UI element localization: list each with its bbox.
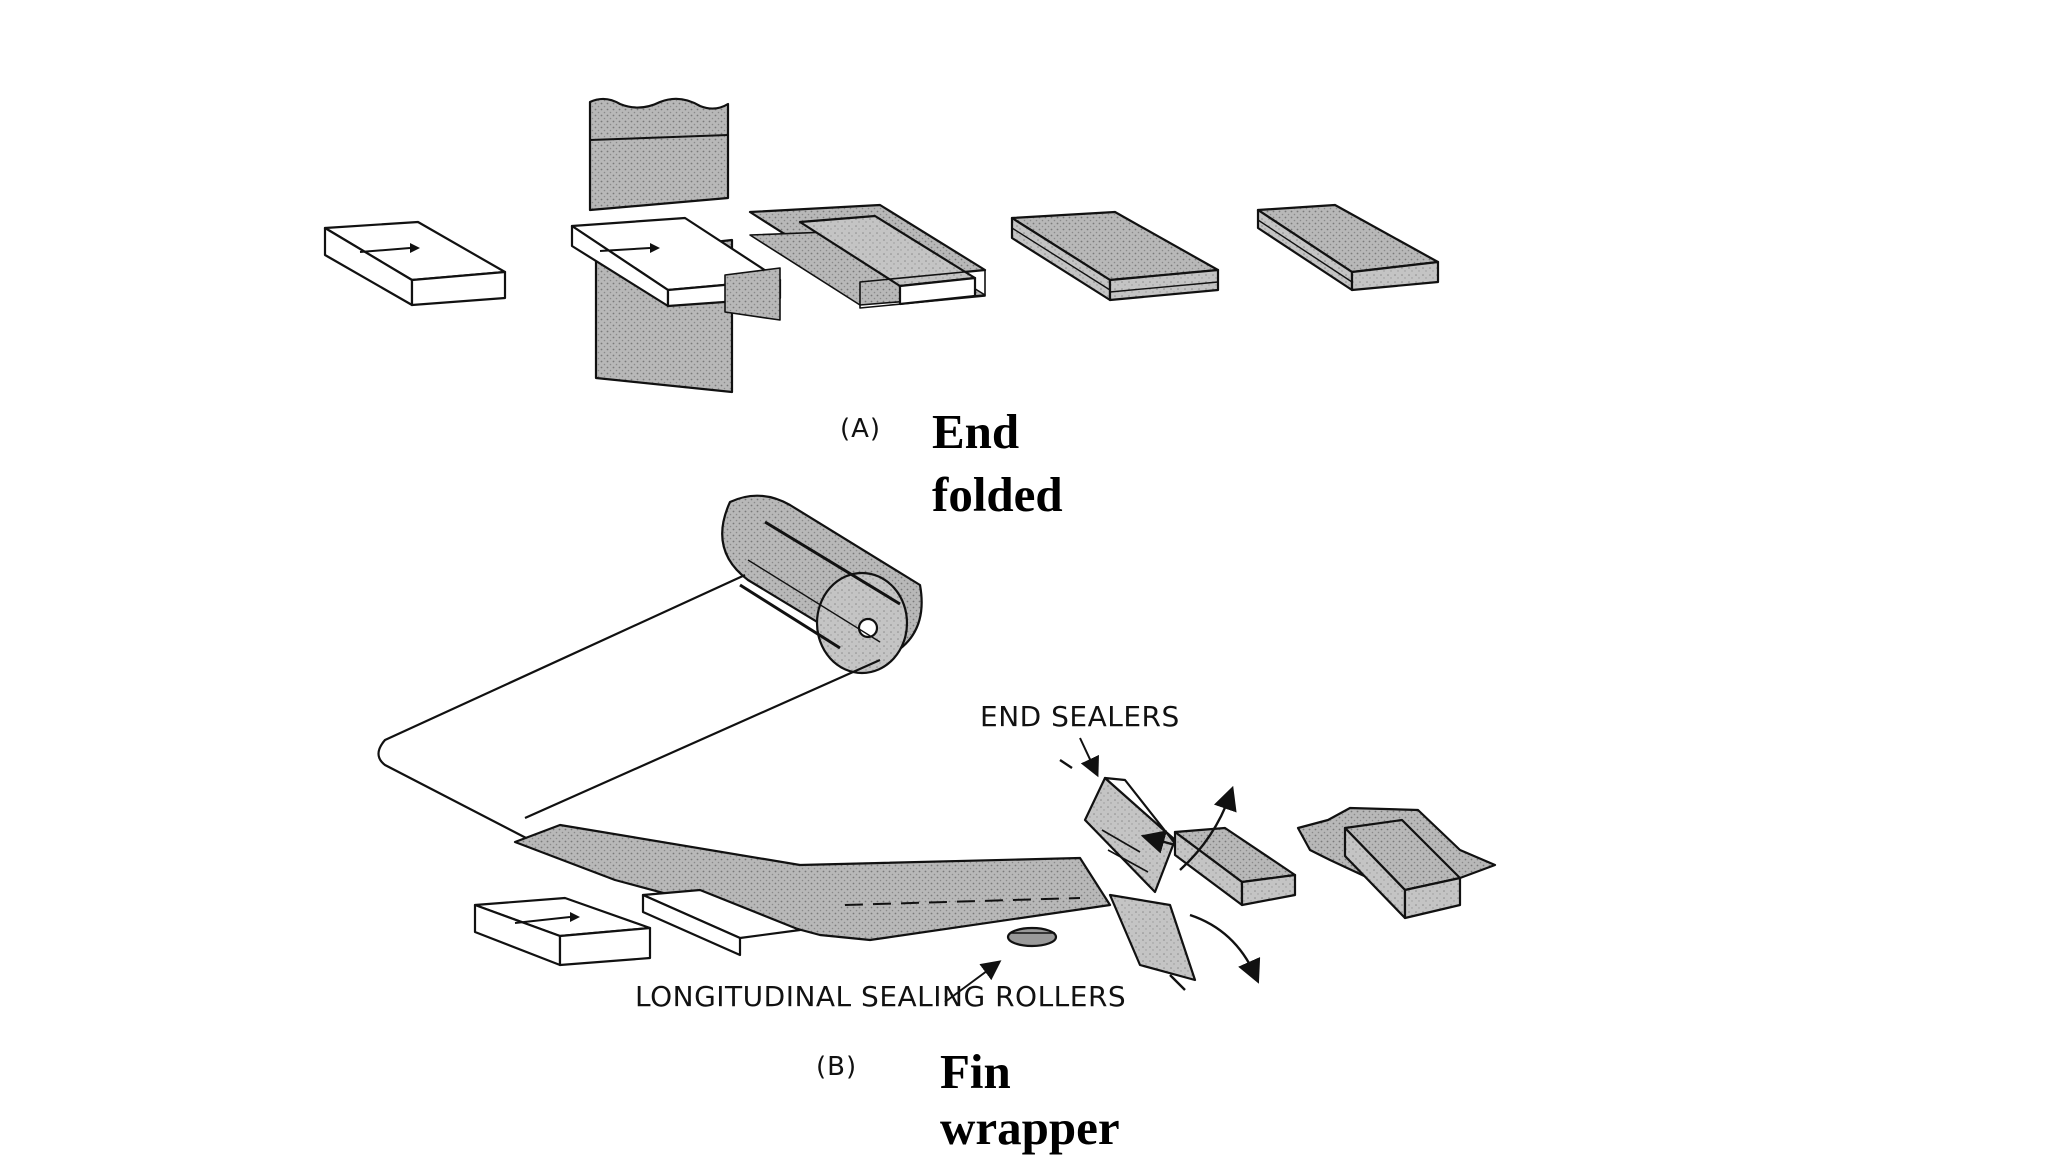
b-motion-arrows [1140,785,1261,984]
panel-a-title-line2: folded [932,467,1063,522]
a-step3-box [748,203,987,309]
b-film-web [377,574,881,841]
panel-b-title-line2: wrapper [940,1100,1120,1155]
b-product-incoming [473,888,802,967]
b-product-finished [1296,806,1497,920]
a-step2-film [570,97,782,394]
a-step1-box [323,220,507,307]
panel-b-title-line1: Fin [940,1044,1011,1099]
b-product-sealed [1173,826,1297,907]
b-leader-lines [944,737,1099,1003]
panel-a-title-line1: End [932,404,1020,459]
panel-b-drawing [377,494,1497,1003]
panel-a-drawing [323,97,1440,394]
end-sealers-label: END SEALERS [980,700,1180,733]
b-end-sealers [1059,759,1197,991]
b-sealing-rollers [1006,926,1058,948]
a-step4-box [1010,210,1220,302]
b-film-roll [721,494,923,675]
a-step5-box [1256,203,1440,292]
sealing-rollers-label: LONGITUDINAL SEALING ROLLERS [635,980,1127,1013]
panel-b-letter: (B) [816,1052,858,1082]
panel-a-letter: (A) [840,414,882,444]
